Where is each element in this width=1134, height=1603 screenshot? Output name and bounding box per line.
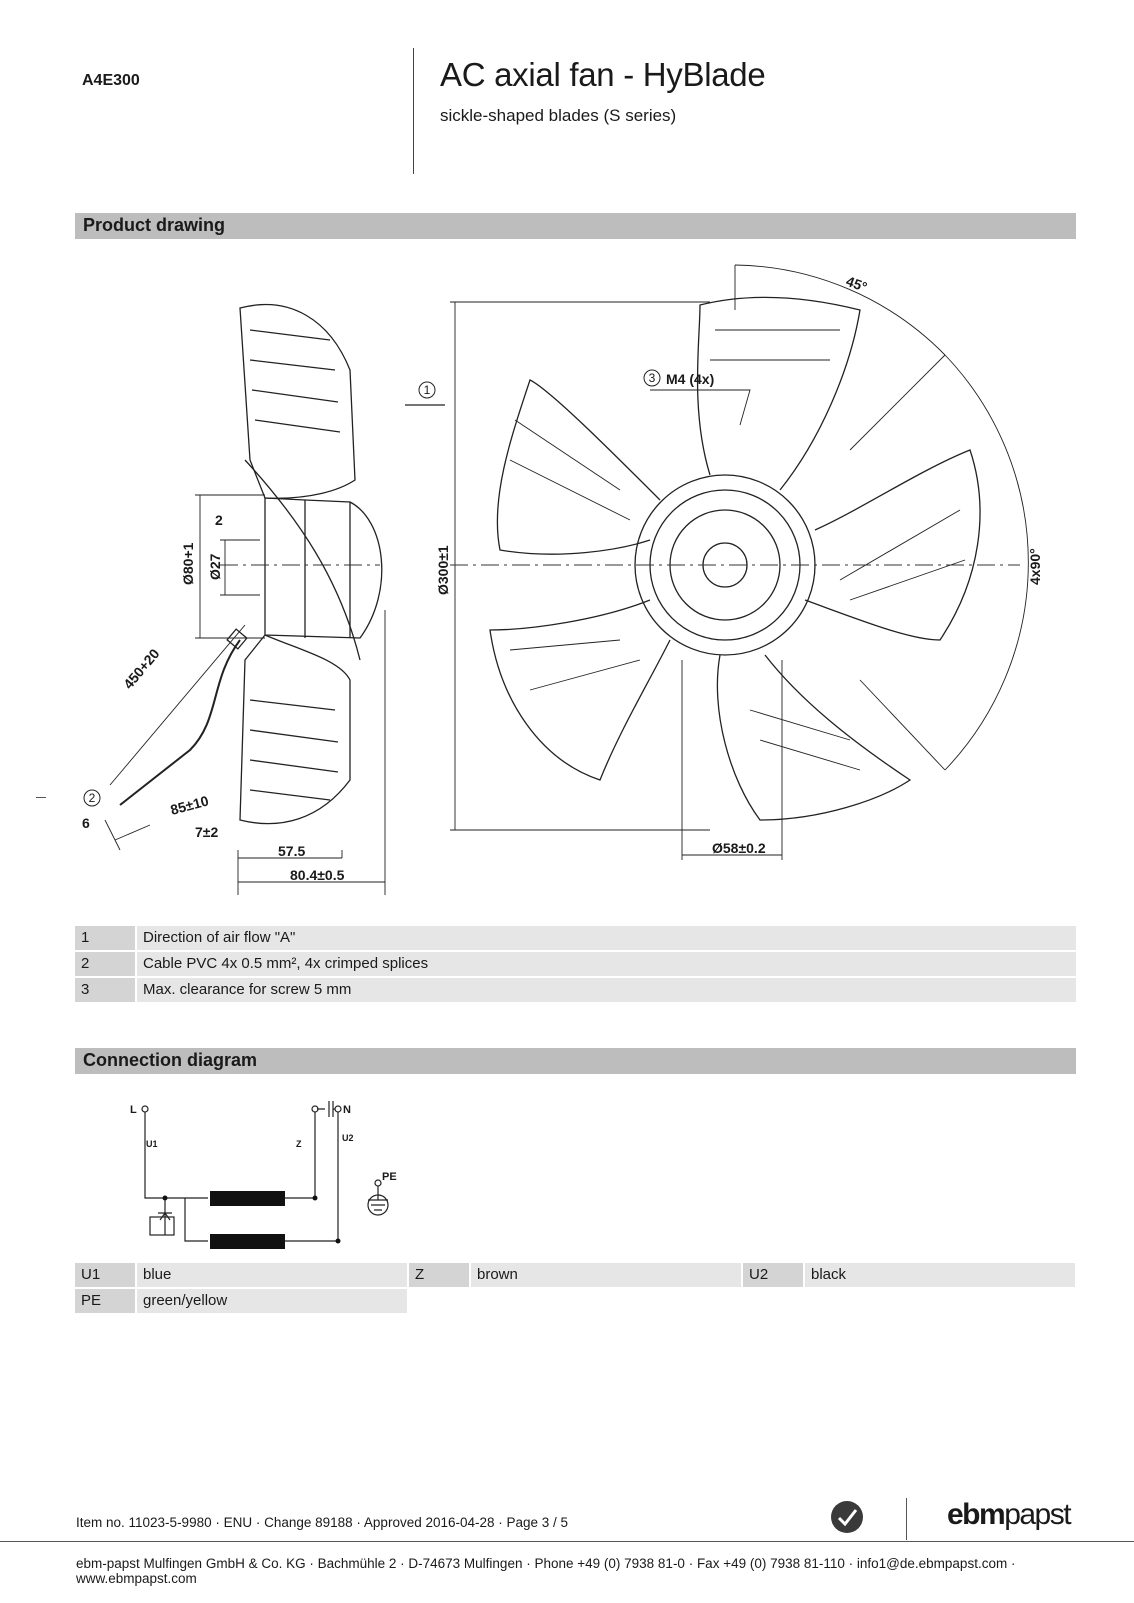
label-dia-27: Ø27 [207, 553, 223, 580]
earth-ground-icon [368, 1186, 388, 1211]
legend-row: 2 Cable PVC 4x 0.5 mm², 4x crimped splic… [75, 952, 1076, 976]
wire-value: green/yellow [137, 1289, 407, 1313]
footer-item-line: Item no. 11023-5-9980 · ENU · Change 891… [76, 1515, 569, 1530]
conn-label-u2: U2 [342, 1133, 354, 1143]
label-angle-45: 45° [844, 273, 869, 295]
header-divider [413, 48, 414, 174]
side-blade-top [239, 304, 356, 499]
logo-divider [906, 1498, 907, 1540]
legend-num: 1 [75, 926, 135, 950]
footer-company-line: ebm-papst Mulfingen GmbH & Co. KG · Bach… [76, 1556, 1016, 1586]
wire-color-table: U1 blue Z brown U2 black PE green/yellow [75, 1263, 1076, 1315]
section-title: Connection diagram [83, 1050, 258, 1070]
front-blade-3 [489, 599, 671, 781]
label-dim-57: 57.5 [278, 843, 305, 859]
product-drawing: 45° 4x90° M4 (4x) Ø300±1 Ø58±0.2 Ø80+1 Ø… [82, 264, 1043, 895]
wire-row: U1 blue Z brown U2 black [75, 1263, 1076, 1287]
wire-key: U1 [75, 1263, 135, 1287]
section-product-drawing: Product drawing [75, 213, 1076, 239]
label-dia-80: Ø80+1 [180, 542, 196, 585]
label-dia-58: Ø58±0.2 [712, 840, 766, 856]
wire-value: brown [471, 1263, 741, 1287]
front-blade-1 [696, 296, 861, 491]
side-hub [264, 497, 383, 639]
section-connection-diagram: Connection diagram [75, 1048, 1076, 1074]
conn-label-n: N [343, 1104, 351, 1116]
label-dim-7: 7±2 [195, 824, 218, 840]
front-blade-4 [716, 654, 912, 821]
legend-num: 2 [75, 952, 135, 976]
page-subtitle: sickle-shaped blades (S series) [440, 106, 677, 125]
legend-row: 1 Direction of air flow "A" [75, 926, 1076, 950]
green-tech-badge-icon [831, 1501, 863, 1533]
label-dim-2: 2 [215, 512, 223, 528]
label-screw: M4 (4x) [666, 371, 714, 387]
legend-desc: Max. clearance for screw 5 mm [137, 978, 1076, 1002]
conn-label-l: L [130, 1104, 137, 1116]
label-dia-300: Ø300±1 [435, 545, 451, 595]
callout-2: 2 [89, 791, 96, 805]
wire-row: PE green/yellow [75, 1289, 1076, 1313]
section-title: Product drawing [83, 215, 226, 235]
label-dim-85: 85±10 [169, 792, 211, 818]
wire-key: U2 [743, 1263, 803, 1287]
front-blade-5 [804, 449, 981, 641]
page-title: AC axial fan - HyBlade [440, 56, 766, 93]
wire-value: black [805, 1263, 1075, 1287]
legend-num: 3 [75, 978, 135, 1002]
front-blade-2 [496, 379, 661, 555]
side-blade-bottom [239, 634, 351, 825]
conn-label-z: Z [296, 1139, 302, 1149]
winding-main [210, 1191, 285, 1206]
wire-key: PE [75, 1289, 135, 1313]
callout-1: 1 [424, 383, 431, 397]
label-cable-450: 450+20 [120, 645, 163, 692]
logo-part-papst: papst [1004, 1498, 1071, 1531]
winding-aux [210, 1234, 285, 1249]
company-logo: ebmpapst [947, 1498, 1072, 1532]
label-dim-80-4: 80.4±0.5 [290, 867, 345, 883]
legend-desc: Cable PVC 4x 0.5 mm², 4x crimped splices [137, 952, 1076, 976]
logo-part-ebm: ebm [947, 1498, 1006, 1531]
legend-row: 3 Max. clearance for screw 5 mm [75, 978, 1076, 1002]
conn-label-u1: U1 [146, 1139, 158, 1149]
legend-table: 1 Direction of air flow "A" 2 Cable PVC … [75, 926, 1076, 1004]
label-angle-4x90: 4x90° [1027, 548, 1043, 585]
callout-3: 3 [649, 371, 656, 385]
wire-value: blue [137, 1263, 407, 1287]
label-dim-6: 6 [82, 815, 90, 831]
conn-label-pe: PE [382, 1171, 397, 1183]
margin-tick [36, 797, 46, 798]
connection-diagram: L N U1 Z U2 PE [130, 1101, 397, 1249]
legend-desc: Direction of air flow "A" [137, 926, 1076, 950]
wire-key: Z [409, 1263, 469, 1287]
footer-rule [0, 1541, 1134, 1542]
item-code: A4E300 [82, 72, 140, 89]
